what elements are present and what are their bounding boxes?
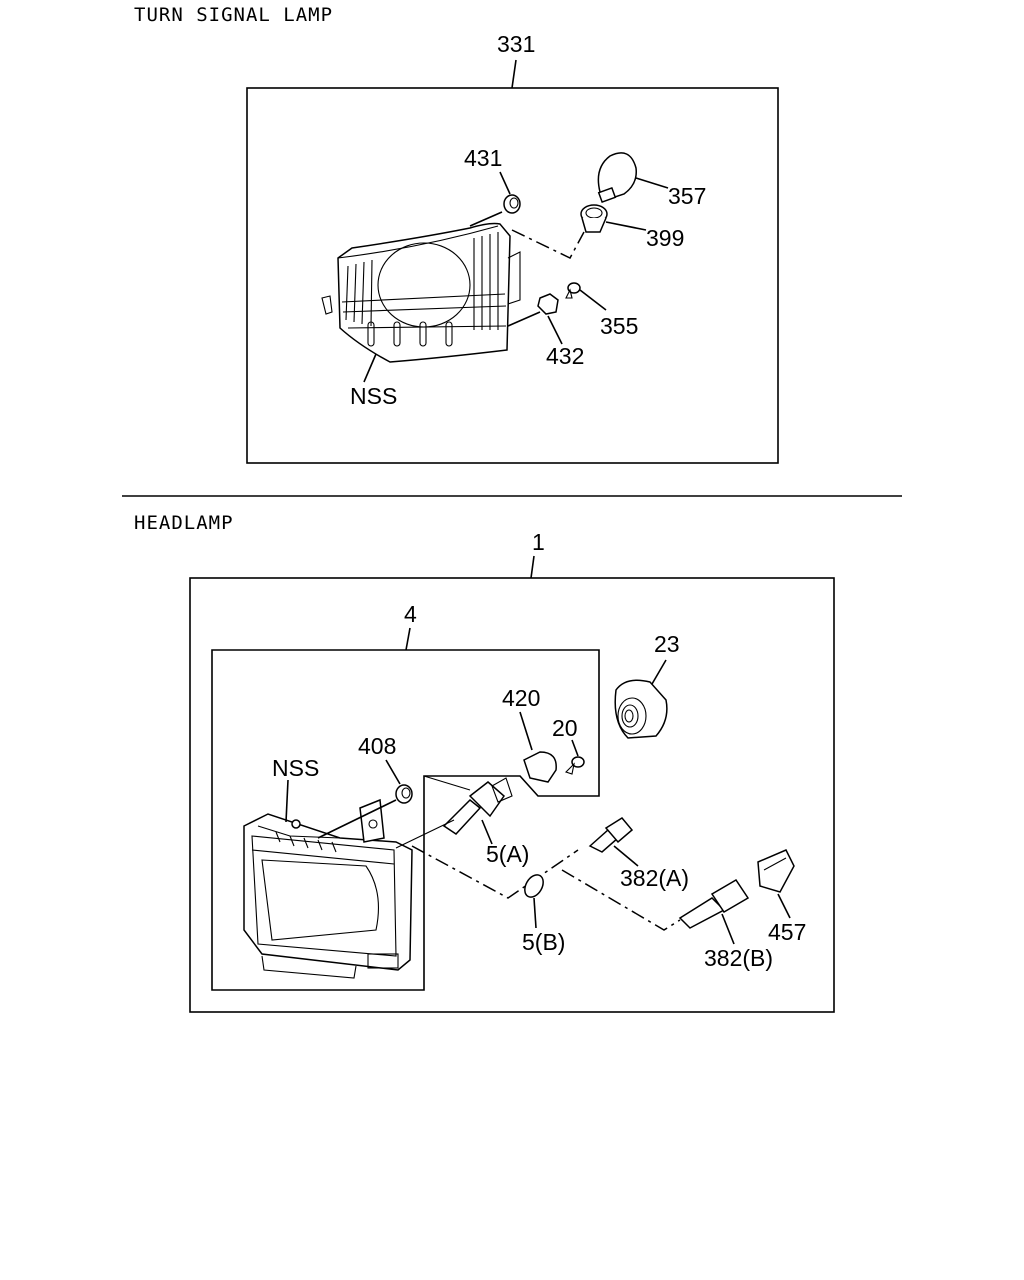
label-399: 399 bbox=[646, 225, 684, 251]
bulb-5a-icon bbox=[442, 777, 513, 835]
socket-382a-icon bbox=[588, 817, 634, 853]
label-431: 431 bbox=[464, 145, 502, 171]
label-4: 4 bbox=[404, 601, 417, 627]
label-23: 23 bbox=[654, 631, 680, 657]
label-turn-nss: NSS bbox=[350, 383, 397, 409]
label-457: 457 bbox=[768, 919, 806, 945]
label-20: 20 bbox=[552, 715, 578, 741]
label-5a: 5(A) bbox=[486, 841, 529, 867]
assembly-line-turn bbox=[511, 229, 585, 259]
assembly-line-head-b bbox=[561, 869, 681, 931]
screw-20-icon bbox=[564, 756, 585, 775]
label-382a: 382(A) bbox=[620, 865, 689, 891]
label-5b: 5(B) bbox=[522, 929, 565, 955]
label-1: 1 bbox=[532, 529, 545, 555]
label-432: 432 bbox=[546, 343, 584, 369]
clip-432-icon bbox=[537, 293, 559, 315]
turn-signal-group: 331 bbox=[246, 31, 779, 464]
label-331: 331 bbox=[497, 31, 535, 57]
label-420: 420 bbox=[502, 685, 540, 711]
turn-signal-lamp-icon bbox=[321, 222, 521, 363]
label-head-nss: NSS bbox=[272, 755, 319, 781]
grommet-408-icon bbox=[395, 784, 413, 804]
label-408: 408 bbox=[358, 733, 396, 759]
label-357: 357 bbox=[668, 183, 706, 209]
headlamp-body-icon bbox=[243, 798, 413, 979]
leader-331 bbox=[511, 59, 517, 89]
headlamp-frame bbox=[189, 577, 835, 1013]
turn-signal-section-title: TURN SIGNAL LAMP bbox=[134, 4, 334, 26]
grommet-431-icon bbox=[503, 194, 521, 214]
bulb-5b-icon bbox=[524, 874, 544, 898]
bulb-357-icon bbox=[597, 152, 637, 204]
assembly-line-head-a bbox=[411, 845, 579, 899]
headlamp-group: 1 4 bbox=[189, 529, 835, 1013]
connector-457-icon bbox=[757, 849, 795, 893]
cap-23-icon bbox=[614, 679, 668, 739]
headlamp-section-title: HEADLAMP bbox=[134, 512, 234, 534]
leader-1 bbox=[530, 555, 535, 579]
cover-420-icon bbox=[523, 751, 557, 783]
label-382b: 382(B) bbox=[704, 945, 773, 971]
headlamp-unit-frame bbox=[211, 649, 600, 991]
turn-signal-frame bbox=[246, 87, 779, 464]
screw-355-icon bbox=[565, 282, 581, 299]
label-355: 355 bbox=[600, 313, 638, 339]
socket-399-icon bbox=[580, 204, 608, 233]
socket-382b-icon bbox=[678, 878, 750, 929]
